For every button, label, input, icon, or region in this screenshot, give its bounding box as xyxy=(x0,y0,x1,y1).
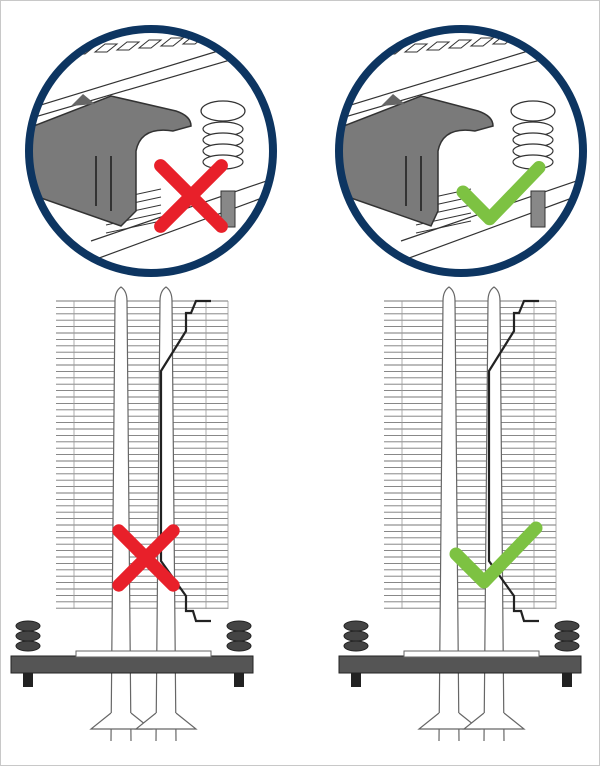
base-line xyxy=(90,190,273,262)
check-icon xyxy=(456,161,546,226)
base-plate xyxy=(338,655,582,674)
zoom-circle-border xyxy=(25,25,277,277)
fin-tooth xyxy=(93,43,119,53)
spring-coil xyxy=(15,620,41,632)
spring-coil xyxy=(343,630,369,642)
zoom-content xyxy=(339,29,583,273)
heat-pipe-foot xyxy=(462,712,526,730)
base-block xyxy=(75,650,212,658)
zoom-circle-incorrect xyxy=(25,25,277,277)
zoom-circle-border xyxy=(335,25,587,277)
spring-coil xyxy=(343,640,369,652)
slot-line xyxy=(415,220,472,234)
rail-line xyxy=(339,40,562,112)
screw-thread xyxy=(562,673,572,687)
zoom-circle-correct xyxy=(335,25,587,277)
rail-line xyxy=(29,50,262,122)
standoff xyxy=(220,190,236,228)
heat-pipe-foot xyxy=(134,712,198,730)
heat-pipe-foot xyxy=(89,712,153,730)
screw-thread xyxy=(23,673,33,687)
spring-coil xyxy=(15,630,41,642)
brand-logo xyxy=(381,94,405,106)
brand-logo xyxy=(71,94,95,106)
base-block xyxy=(403,650,540,658)
rail-line xyxy=(29,40,252,112)
fin-tooth xyxy=(115,41,141,51)
standoff xyxy=(530,190,546,228)
fin-tooth xyxy=(159,37,185,47)
fin-tooth xyxy=(425,41,451,51)
fin-tooth xyxy=(469,37,495,47)
rail-line xyxy=(339,50,572,122)
zoom-content xyxy=(29,29,273,273)
heatsink-correct xyxy=(338,286,582,742)
heat-pipe xyxy=(110,286,132,742)
spring-coil xyxy=(554,620,580,632)
spring-coil xyxy=(554,640,580,652)
base-line xyxy=(400,190,583,262)
clip-legs xyxy=(95,156,112,211)
clip-wire xyxy=(487,299,539,623)
screw-thread xyxy=(351,673,361,687)
screw-head xyxy=(510,100,556,122)
fin-tooth xyxy=(225,31,251,41)
heat-pipe xyxy=(438,286,460,742)
screw-head xyxy=(200,100,246,122)
fin-tooth xyxy=(535,31,561,41)
base-plate xyxy=(10,655,254,674)
spring-coil xyxy=(226,630,252,642)
fin-tooth xyxy=(137,39,163,49)
mounting-clip xyxy=(339,95,494,227)
heat-pipe-foot xyxy=(417,712,481,730)
fin-tooth xyxy=(447,39,473,49)
fin-tooth xyxy=(403,43,429,53)
clip-wire xyxy=(159,299,211,623)
screw-thread xyxy=(234,673,244,687)
heatsink-incorrect xyxy=(10,286,254,742)
spring-coil xyxy=(554,630,580,642)
spring-coil xyxy=(226,620,252,632)
spring-coil xyxy=(15,640,41,652)
clip-legs xyxy=(405,156,422,211)
spring-coil xyxy=(343,620,369,632)
cross-icon xyxy=(112,524,180,592)
check-icon xyxy=(449,521,543,589)
mounting-clip xyxy=(29,95,192,227)
cross-icon xyxy=(154,159,228,233)
spring-coil xyxy=(226,640,252,652)
slot-line xyxy=(105,220,162,234)
